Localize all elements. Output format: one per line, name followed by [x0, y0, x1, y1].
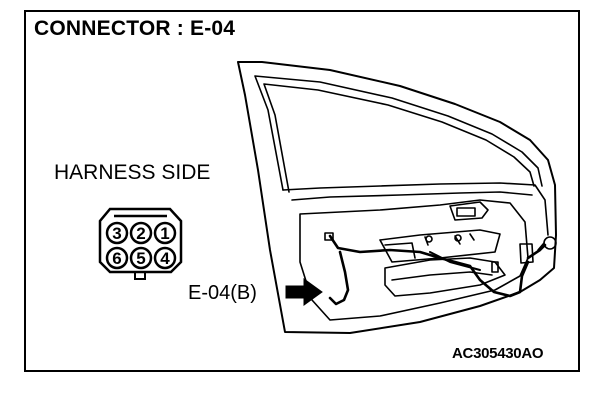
figure-code: AC305430AO [452, 345, 544, 362]
connector-face [98, 207, 183, 280]
connector-title: CONNECTOR : E-04 [34, 17, 236, 40]
pin-3: 3 [105, 221, 129, 245]
pin-label: 1 [160, 224, 169, 243]
pin-4: 4 [153, 246, 177, 270]
pin-5: 5 [129, 246, 153, 270]
connector-pins: 3 2 1 6 5 4 [105, 221, 177, 270]
pin-2: 2 [129, 221, 153, 245]
pin-label: 2 [136, 224, 145, 243]
pin-label: 5 [136, 249, 145, 268]
wiring-harness [328, 234, 547, 306]
door-illustration [237, 61, 557, 334]
callout-arrow [285, 278, 323, 306]
pin-6: 6 [105, 246, 129, 270]
connector-callout-label: E-04(B) [188, 282, 257, 304]
harness-side-label: HARNESS SIDE [54, 161, 211, 184]
pin-label: 4 [160, 249, 170, 268]
pin-1: 1 [153, 221, 177, 245]
diagram-frame [24, 10, 580, 372]
pin-label: 3 [112, 224, 121, 243]
pin-label: 6 [112, 249, 121, 268]
